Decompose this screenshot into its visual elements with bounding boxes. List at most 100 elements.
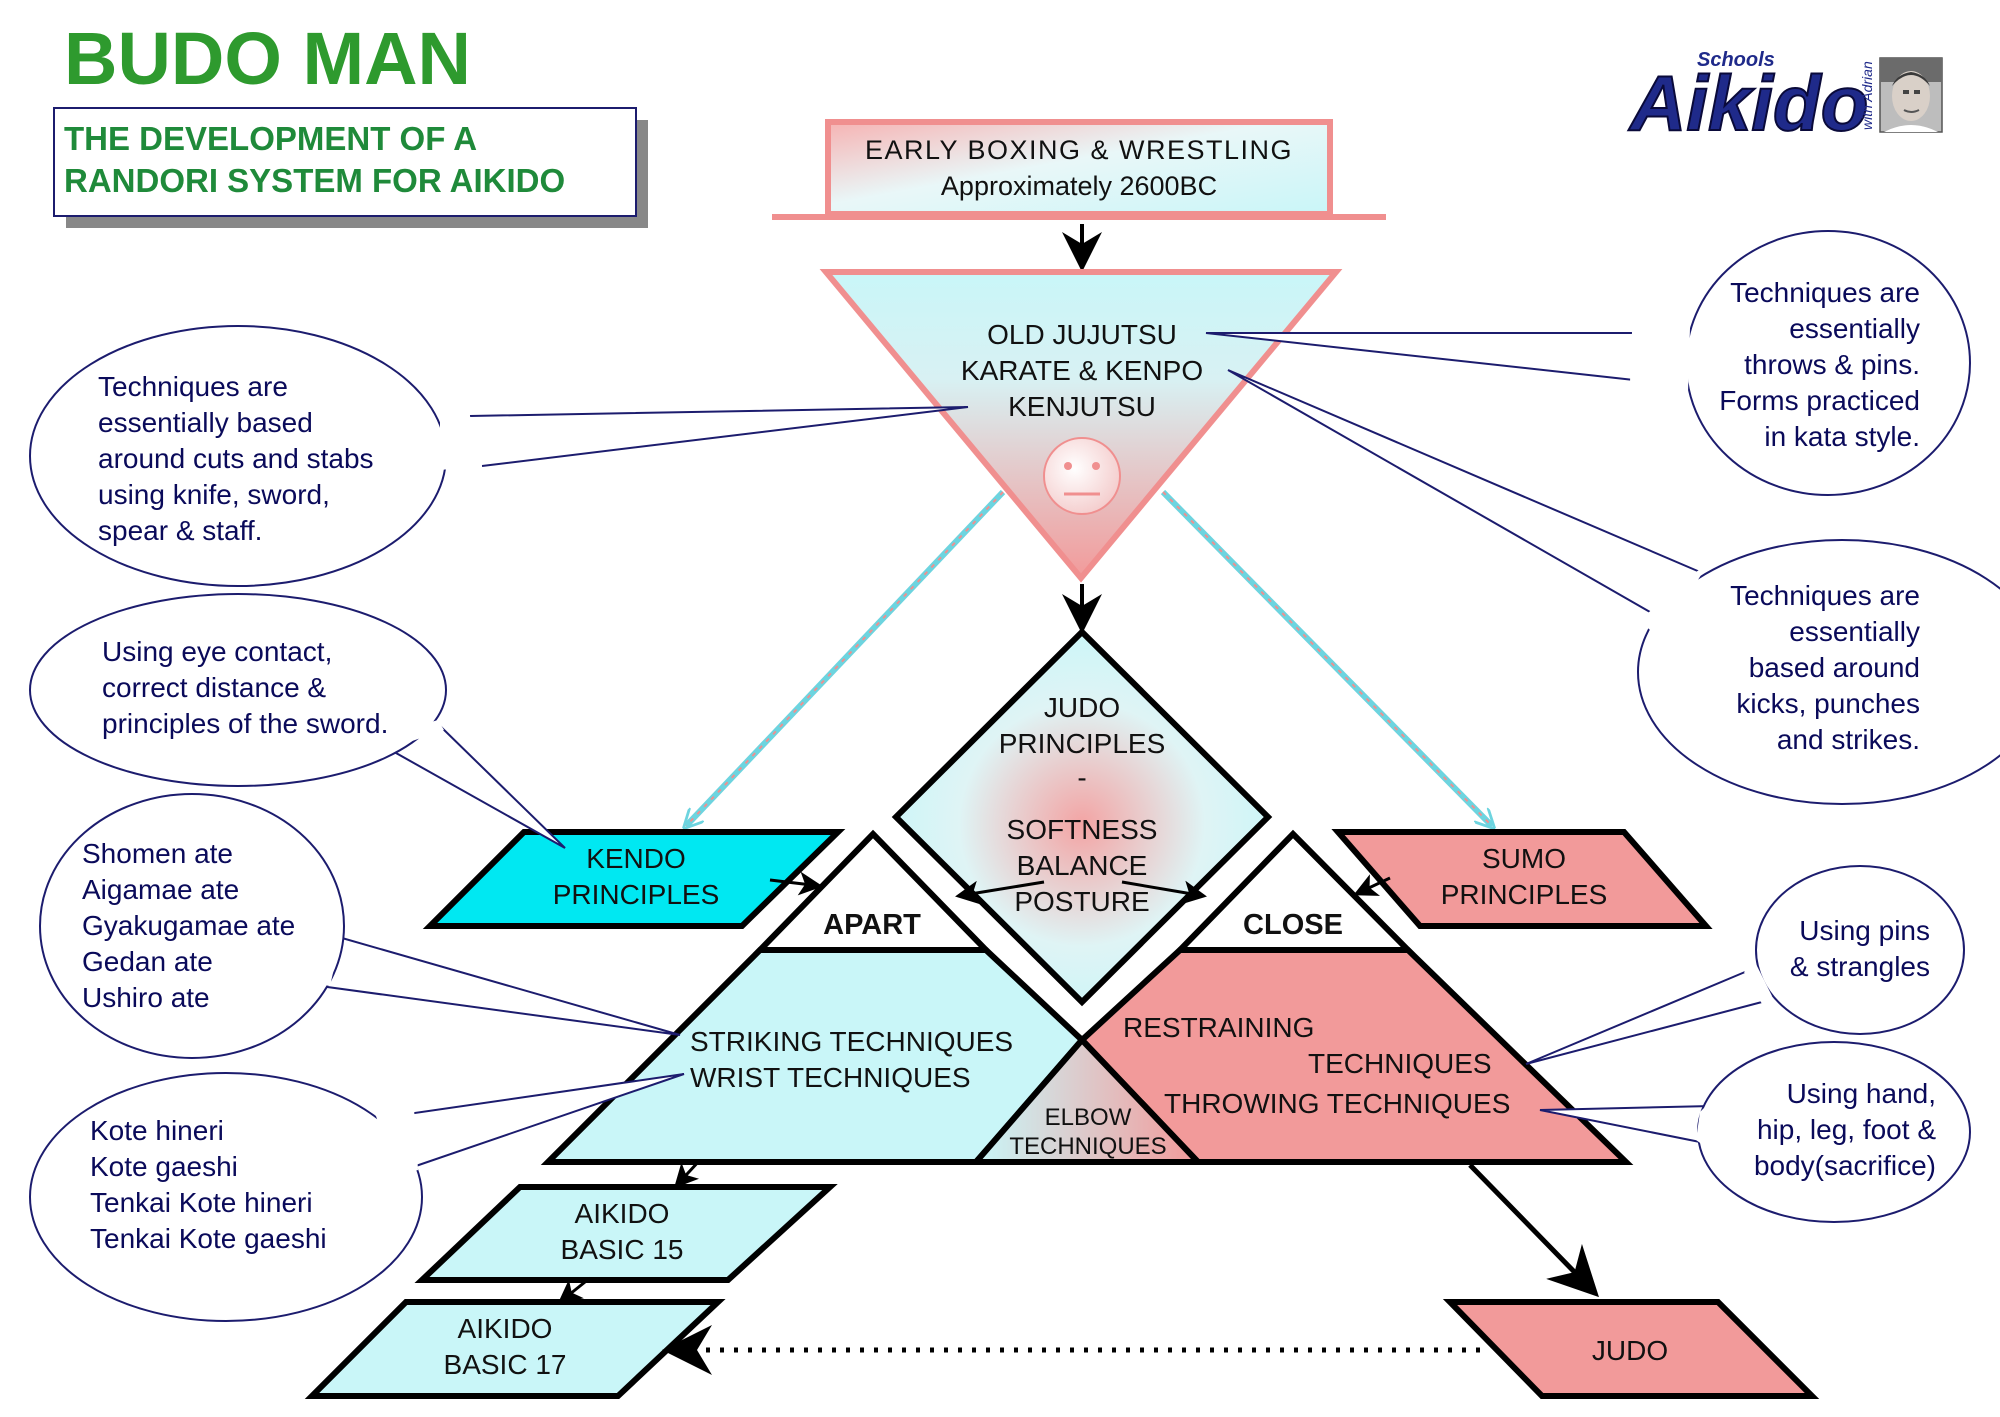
callout-hand-line-2: hip, leg, foot & [1757,1114,1936,1145]
judo-principles-node: JUDO PRINCIPLES - SOFTNESS BALANCE POSTU… [891,627,1273,1007]
subtitle-line-1: THE DEVELOPMENT OF A [64,120,477,157]
callout-ate-line-2: Aigamae ate [82,874,239,905]
aikido-basic-15-node: AIKIDO BASIC 15 [414,1184,838,1283]
aikido-basic-15-label-2: BASIC 15 [561,1234,684,1265]
aikido-basic-15-shape [414,1184,838,1283]
arrow-techniques-to-basic-15 [673,1158,702,1189]
neutral-face-icon [1043,437,1121,515]
callout-throws-line-3: throws & pins. [1744,349,1920,380]
kendo-principles-label-2: PRINCIPLES [553,879,720,910]
kendo-principles-node: KENDO PRINCIPLES [422,829,846,929]
early-boxing-label-2: Approximately 2600BC [941,171,1217,201]
arrow-judo-principles-to-close [1121,880,1207,905]
callout-hand-hip-leg: Using hand, hip, leg, foot & body(sacrif… [1539,1041,1971,1223]
judo-label: JUDO [1592,1335,1668,1366]
callout-ate-line-1: Shomen ate [82,838,233,869]
elbow-techniques-label-1: ELBOW [1045,1104,1132,1131]
callout-ate-line-4: Gedan ate [82,946,213,977]
callout-kicks-line-5: and strikes. [1777,724,1920,755]
judo-principles-label-6: POSTURE [1014,886,1149,917]
old-jujutsu-label-3: KENJUTSU [1008,391,1156,422]
callout-ate-line-5: Ushiro ate [82,982,210,1013]
callout-throws-line-2: essentially [1789,313,1920,344]
callout-eye-contact: Using eye contact, correct distance & pr… [29,593,566,849]
callout-eye-line-1: Using eye contact, [102,636,332,667]
callout-kote-line-1: Kote hineri [90,1115,224,1146]
early-boxing-box [825,119,1333,217]
page-title: BUDO MAN [64,17,471,100]
subtitle-box: THE DEVELOPMENT OF A RANDORI SYSTEM FOR … [53,107,648,228]
kendo-principles-shape [422,829,846,929]
early-boxing-label-1: EARLY BOXING & WRESTLING [865,135,1293,165]
callout-throws-pins: Techniques are essentially throws & pins… [1205,230,1971,496]
judo-principles-diamond [891,627,1273,1007]
arrow-judo-principles-to-apart [955,880,1045,905]
callout-cuts-line-3: around cuts and stabs [98,443,374,474]
arrow-kendo-to-apart [769,871,823,896]
judo-principles-label-3: - [1077,762,1086,793]
callout-pins-strangles: Using pins & strangles [1525,865,1965,1065]
striking-techniques-label-2: WRIST TECHNIQUES [690,1062,971,1093]
callout-eye-line-2: correct distance & [102,672,326,703]
elbow-techniques-shape [969,1035,1205,1165]
judo-principles-label-1: JUDO [1044,692,1120,723]
sumo-principles-shape [1331,829,1713,929]
arrow-throwing-to-judo [1468,1163,1599,1298]
judo-shape [1442,1299,1820,1399]
callout-throws-line-4: Forms practiced [1719,385,1920,416]
callout-kicks-punches: Techniques are essentially based around … [1227,369,2000,805]
logo-aikido-text: Aikido [1628,59,1868,147]
callout-cuts-line-4: using knife, sword, [98,479,330,510]
callout-kote-list: Kote hineri Kote gaeshi Tenkai Kote hine… [29,1072,685,1322]
judo-node: JUDO [1442,1299,1820,1399]
callout-kote-line-2: Kote gaeshi [90,1151,238,1182]
judo-principles-label-5: BALANCE [1017,850,1148,881]
callout-ate-list: Shomen ate Aigamae ate Gyakugamae ate Ge… [39,793,681,1059]
portrait-image [1879,57,1943,133]
early-boxing-node: EARLY BOXING & WRESTLING Approximately 2… [772,119,1386,220]
callout-cuts-line-1: Techniques are [98,371,288,402]
aikido-basic-17-label-1: AIKIDO [458,1313,553,1344]
old-jujutsu-label-1: OLD JUJUTSU [987,319,1177,350]
old-jujutsu-triangle [819,269,1343,583]
callout-kote-line-3: Tenkai Kote hineri [90,1187,313,1218]
callout-pins-line-1: Using pins [1799,915,1930,946]
judo-principles-label-4: SOFTNESS [1007,814,1158,845]
elbow-techniques-node: ELBOW TECHNIQUES [969,1035,1205,1165]
arrow-sumo-to-close [1353,874,1391,896]
old-jujutsu-label-2: KARATE & KENPO [961,355,1203,386]
callout-kicks-line-2: essentially [1789,616,1920,647]
callout-ate-line-3: Gyakugamae ate [82,910,295,941]
restraining-techniques-label-1: RESTRAINING [1123,1012,1314,1043]
callout-eye-line-3: principles of the sword. [102,708,388,739]
callout-throws-line-5: in kata style. [1764,421,1920,452]
callout-pins-line-2: & strangles [1790,951,1930,982]
callout-hand-line-3: body(sacrifice) [1754,1150,1936,1181]
aikido-basic-17-node: AIKIDO BASIC 17 [304,1299,726,1399]
logo-with-adrian-text: with Adrian [1859,61,1875,130]
callout-kote-line-4: Tenkai Kote gaeshi [90,1223,327,1254]
aikido-schools-logo: Schools Aikido with Adrian [1627,49,1943,148]
subtitle-line-2: RANDORI SYSTEM FOR AIKIDO [64,162,565,199]
striking-techniques-label-1: STRIKING TECHNIQUES [690,1026,1013,1057]
aikido-basic-17-label-2: BASIC 17 [444,1349,567,1380]
callout-cuts-line-5: spear & staff. [98,515,262,546]
callout-kicks-line-4: kicks, punches [1736,688,1920,719]
restraining-techniques-label-2: TECHNIQUES [1308,1048,1492,1079]
aikido-basic-15-label-1: AIKIDO [575,1198,670,1229]
callout-kicks-line-3: based around [1749,652,1920,683]
callout-hand-line-1: Using hand, [1787,1078,1936,1109]
callout-cuts-line-2: essentially based [98,407,313,438]
sumo-principles-node: SUMO PRINCIPLES [1331,829,1713,929]
callout-kicks-line-1: Techniques are [1730,580,1920,611]
logo-schools-text: Schools [1697,49,1775,71]
judo-principles-label-2: PRINCIPLES [999,728,1166,759]
elbow-techniques-label-2: TECHNIQUES [1009,1133,1166,1160]
apart-label: APART [823,909,921,941]
subtitle-box-frame [53,107,637,217]
arrow-basic-15-to-basic-17 [557,1276,591,1304]
callout-throws-line-1: Techniques are [1730,277,1920,308]
throwing-techniques-label: THROWING TECHNIQUES [1164,1088,1510,1119]
